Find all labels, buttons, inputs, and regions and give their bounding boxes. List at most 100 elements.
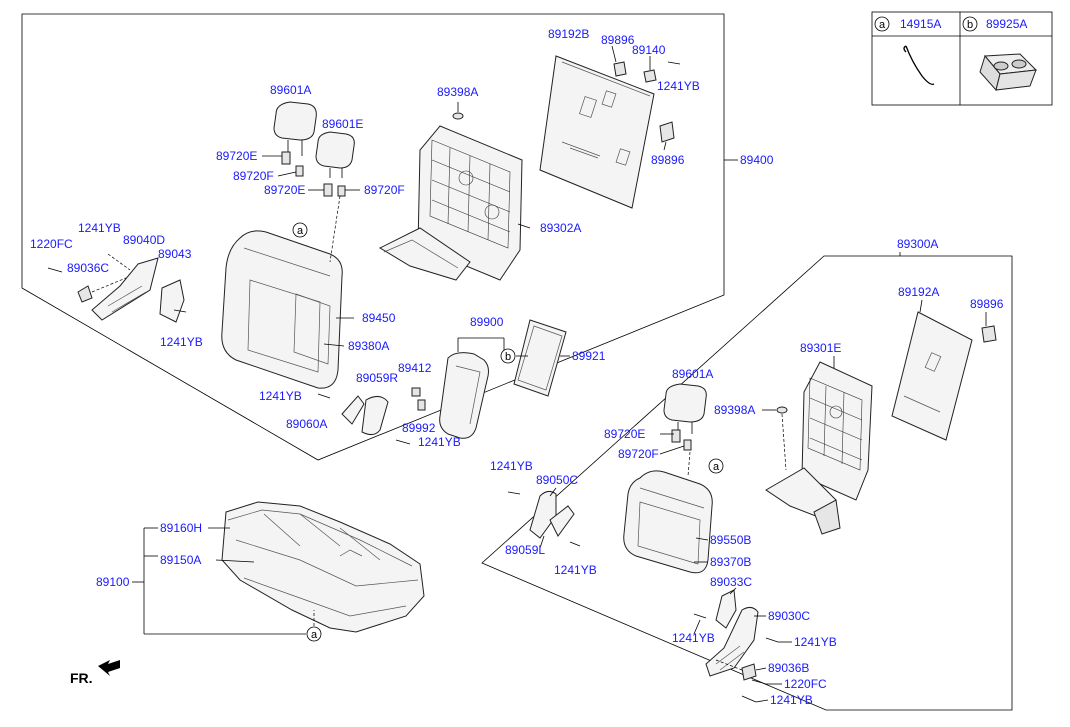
seatback-panel-89192B [539, 55, 655, 209]
label-1241YB-left-3: 1241YB [259, 389, 302, 403]
bracket-89896-top [613, 61, 627, 77]
label-89550B: 89550B [710, 533, 751, 547]
label-89398A-top: 89398A [437, 85, 478, 99]
seat-frame-89302A [378, 125, 523, 281]
label-89720E-right: 89720E [604, 427, 645, 441]
hook-wire-icon [903, 45, 935, 85]
label-89043: 89043 [158, 247, 192, 261]
hinge-cover-89050C [529, 490, 557, 539]
hinge-cover-89059L [549, 505, 575, 537]
front-direction-indicator: FR. [70, 660, 120, 686]
label-89992: 89992 [402, 421, 436, 435]
label-89720F-2: 89720F [364, 183, 405, 197]
bracket-89030C [705, 606, 759, 677]
guide-89720F-right [683, 439, 692, 451]
guide-89720E-right [671, 429, 681, 443]
svg-text:a: a [297, 225, 304, 237]
cup-holder-icon [979, 53, 1038, 92]
front-arrow-icon [98, 660, 120, 676]
bolt-1241YB-left-low [173, 309, 187, 313]
leader-lines-lower [539, 252, 987, 703]
part-89412 [411, 387, 421, 397]
bolt-1241YB-right-4 [765, 637, 779, 643]
seat-frame-89301E [765, 361, 873, 535]
legend-box: a 14915A b 89925A [871, 11, 1053, 106]
guide-89720F-1 [295, 165, 304, 177]
bolt-1241YB-right-1 [507, 491, 521, 495]
label-89059R: 89059R [356, 371, 398, 385]
legend-callout-a: a [874, 16, 890, 32]
svg-text:FR.: FR. [70, 670, 93, 686]
seatback-panel-89192A [891, 311, 973, 441]
bolt-1241YB-armrest [395, 439, 411, 445]
label-89059L: 89059L [505, 543, 545, 557]
legend-b-code: 89925A [986, 17, 1027, 31]
label-89192B: 89192B [548, 27, 589, 41]
svg-text:a: a [311, 629, 318, 641]
label-89450: 89450 [362, 311, 396, 325]
headrest-89601A-right [663, 383, 707, 434]
hinge-cover-89059R [361, 396, 389, 436]
bracket-89896-mid [659, 121, 675, 143]
bolt-1220FC-left [47, 267, 63, 273]
label-89601A-right: 89601A [672, 367, 713, 381]
hinge-cover-89060A [341, 395, 365, 425]
bracket-89896-right [981, 325, 997, 343]
label-89040D: 89040D [123, 233, 165, 247]
leader-lines-cushion [132, 527, 315, 635]
bolt-1241YB-right-2 [569, 541, 581, 547]
cover-89033C [715, 589, 737, 629]
label-1241YB-right-1: 1241YB [490, 459, 533, 473]
svg-text:b: b [505, 351, 511, 363]
label-89921: 89921 [572, 349, 606, 363]
svg-text:a: a [879, 19, 886, 31]
label-89033C: 89033C [710, 575, 752, 589]
label-1241YB-top-right: 1241YB [657, 79, 700, 93]
label-89720F-right: 89720F [618, 447, 659, 461]
label-1241YB-right-4: 1241YB [794, 635, 837, 649]
label-1241YB-right-5: 1241YB [770, 693, 813, 707]
label-89398A-right: 89398A [714, 403, 755, 417]
cover-89921 [513, 319, 567, 397]
nut-89398A-top [452, 112, 464, 120]
dash-headrest-link [329, 195, 341, 263]
bolt-1241YB-right-3 [693, 613, 707, 619]
label-89192A: 89192A [898, 285, 939, 299]
label-89400: 89400 [740, 153, 774, 167]
leader-lines-upper [262, 45, 738, 357]
label-1241YB-right-2: 1241YB [554, 563, 597, 577]
nut-89398A-right [776, 406, 788, 414]
part-labels: 89192B 89896 89140 1241YB 89896 89398A 8… [30, 27, 1004, 707]
label-89601A: 89601A [270, 83, 311, 97]
label-89160H: 89160H [160, 521, 202, 535]
legend-a-code: 14915A [900, 17, 941, 31]
legend-callout-b: b [962, 16, 978, 32]
label-1241YB-left-1: 1241YB [78, 221, 121, 235]
part-89992 [417, 399, 426, 411]
seat-cushion-89100 [221, 501, 425, 633]
label-89601E: 89601E [322, 117, 363, 131]
seatback-cushion-89370B [623, 470, 713, 574]
label-89412: 89412 [398, 361, 432, 375]
label-89896-mid: 89896 [651, 153, 685, 167]
label-89720E-1: 89720E [216, 149, 257, 163]
cover-89043 [159, 279, 185, 323]
armrest-89900 [439, 352, 489, 439]
label-89302A: 89302A [540, 221, 581, 235]
label-1241YB-left-4: 1241YB [418, 435, 461, 449]
label-1220FC-right: 1220FC [784, 677, 827, 691]
label-89896-right: 89896 [970, 297, 1004, 311]
callout-a-right-backrest: a [708, 458, 724, 474]
bracket-89040D [91, 257, 159, 321]
svg-text:b: b [967, 19, 973, 31]
label-89720E-2: 89720E [264, 183, 305, 197]
seatback-cushion-89380A [221, 230, 343, 389]
callout-a-cushion: a [306, 626, 322, 642]
label-89030C: 89030C [768, 609, 810, 623]
bolt-1220FC-right [751, 679, 767, 685]
label-89896-top: 89896 [601, 33, 635, 47]
label-89100: 89100 [96, 575, 130, 589]
label-89370B: 89370B [710, 555, 751, 569]
bolt-1241YB-top [667, 61, 681, 65]
